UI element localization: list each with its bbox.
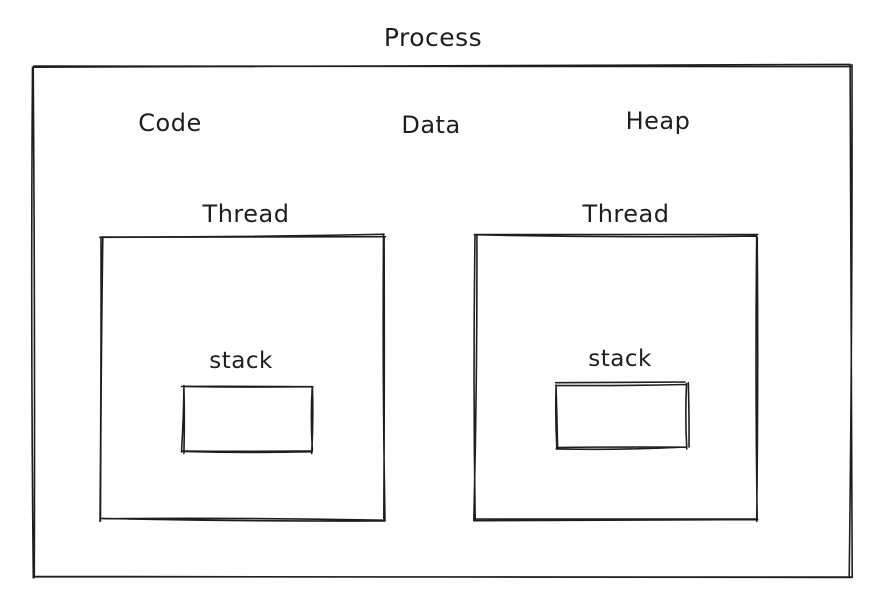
segment-label-code: Code xyxy=(138,109,202,137)
stack-label-right: stack xyxy=(588,346,652,372)
segment-label-heap: Heap xyxy=(625,107,691,135)
segment-label-data: Data xyxy=(401,111,461,139)
thread-box-right xyxy=(473,233,759,523)
thread-label-right: Thread xyxy=(582,200,670,228)
stack-box-left xyxy=(180,384,314,455)
thread-label-left: Thread xyxy=(202,200,290,228)
process-box xyxy=(30,63,854,579)
stack-label-left: stack xyxy=(209,348,273,374)
process-title: Process xyxy=(383,23,483,52)
stack-box-right xyxy=(554,381,690,451)
thread-box-left xyxy=(99,233,387,522)
